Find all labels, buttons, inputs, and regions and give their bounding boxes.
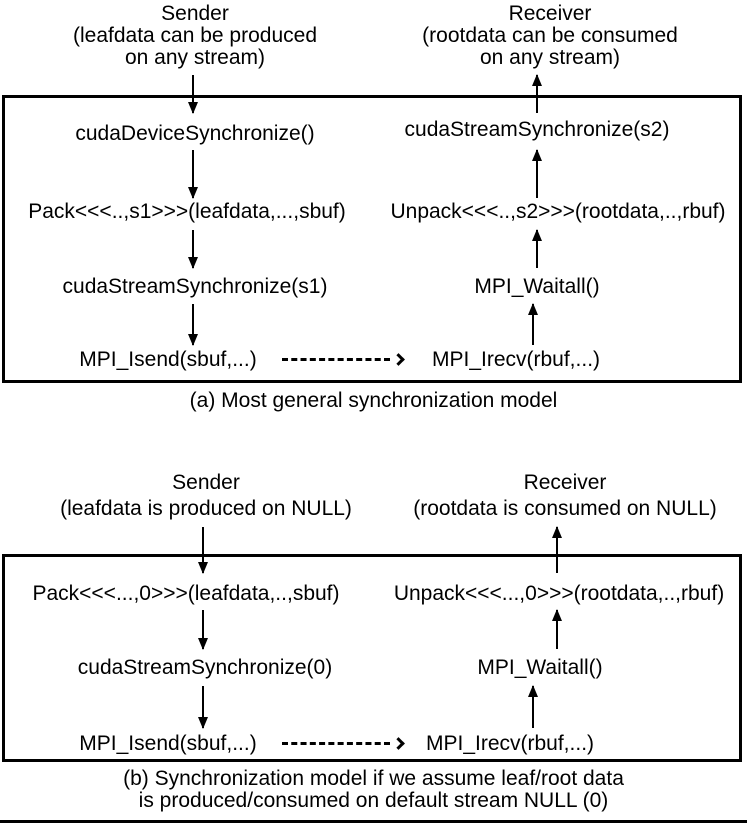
step-a-sender-isend: MPI_Isend(sbuf,...) <box>79 348 257 371</box>
arrow-down-icon <box>188 150 198 199</box>
sender-note-line2: on any stream) <box>124 46 266 69</box>
sender-header-a: Sender (leafdata can be produced on any … <box>30 3 360 69</box>
step-b-sender-streamsync: cudaStreamSynchronize(0) <box>77 656 333 679</box>
step-a-sender-devicesync: cudaDeviceSynchronize() <box>75 122 315 145</box>
sender-title: Sender <box>161 2 229 25</box>
arrow-up-icon <box>528 685 538 728</box>
sender-note-line1: (leafdata is produced on NULL) <box>60 497 352 520</box>
sender-header-b: Sender (leafdata is produced on NULL) <box>26 470 386 522</box>
caption-b-line2: is produced/consumed on default stream N… <box>138 789 609 812</box>
arrow-down-icon <box>188 304 198 346</box>
bottom-rule <box>0 820 747 823</box>
step-a-sender-streamsync: cudaStreamSynchronize(s1) <box>62 275 328 298</box>
step-a-receiver-streamsync: cudaStreamSynchronize(s2) <box>404 118 670 141</box>
step-a-receiver-unpack: Unpack<<<..,s2>>>(rootdata,..,rbuf) <box>390 200 726 223</box>
step-b-receiver-unpack: Unpack<<<...,0>>>(rootdata,..,rbuf) <box>393 582 725 605</box>
arrow-down-icon <box>188 75 198 114</box>
step-b-sender-isend: MPI_Isend(sbuf,...) <box>79 732 257 755</box>
arrow-down-icon <box>198 527 208 574</box>
arrow-down-icon <box>198 686 208 729</box>
receiver-title: Receiver <box>523 471 607 494</box>
diagram-b-box <box>2 554 742 762</box>
diagram-a-box <box>2 95 742 383</box>
arrow-up-icon <box>552 609 562 649</box>
step-b-receiver-irecv: MPI_Irecv(rbuf,...) <box>425 732 595 755</box>
receiver-note-line1: (rootdata can be consumed <box>422 24 678 47</box>
step-a-receiver-irecv: MPI_Irecv(rbuf,...) <box>431 348 601 371</box>
receiver-header-b: Receiver (rootdata is consumed on NULL) <box>390 470 740 522</box>
arrow-up-icon <box>528 303 538 345</box>
receiver-note-line2: on any stream) <box>479 46 621 69</box>
sender-note-line1: (leafdata can be produced <box>72 24 317 47</box>
dashed-arrow-icon <box>282 742 390 745</box>
arrow-up-icon <box>532 149 542 198</box>
dashed-arrow-icon <box>282 358 390 361</box>
step-a-receiver-waitall: MPI_Waitall() <box>474 275 600 298</box>
arrow-up-icon <box>532 74 542 113</box>
arrow-up-icon <box>552 526 562 573</box>
receiver-title: Receiver <box>508 2 592 25</box>
arrow-down-icon <box>188 230 198 269</box>
step-b-sender-pack: Pack<<<...,0>>>(leafdata,..,sbuf) <box>32 582 340 605</box>
receiver-header-a: Receiver (rootdata can be consumed on an… <box>390 3 710 69</box>
caption-b-line1: (b) Synchronization model if we assume l… <box>123 767 624 790</box>
receiver-note-line1: (rootdata is consumed on NULL) <box>413 497 717 520</box>
sender-title: Sender <box>172 471 240 494</box>
caption-a: (a) Most general synchronization model <box>189 389 558 412</box>
arrow-down-icon <box>198 610 208 650</box>
arrow-up-icon <box>532 229 542 268</box>
step-a-sender-pack: Pack<<<..,s1>>>(leafdata,...,sbuf) <box>28 200 346 223</box>
step-b-receiver-waitall: MPI_Waitall() <box>477 656 603 679</box>
